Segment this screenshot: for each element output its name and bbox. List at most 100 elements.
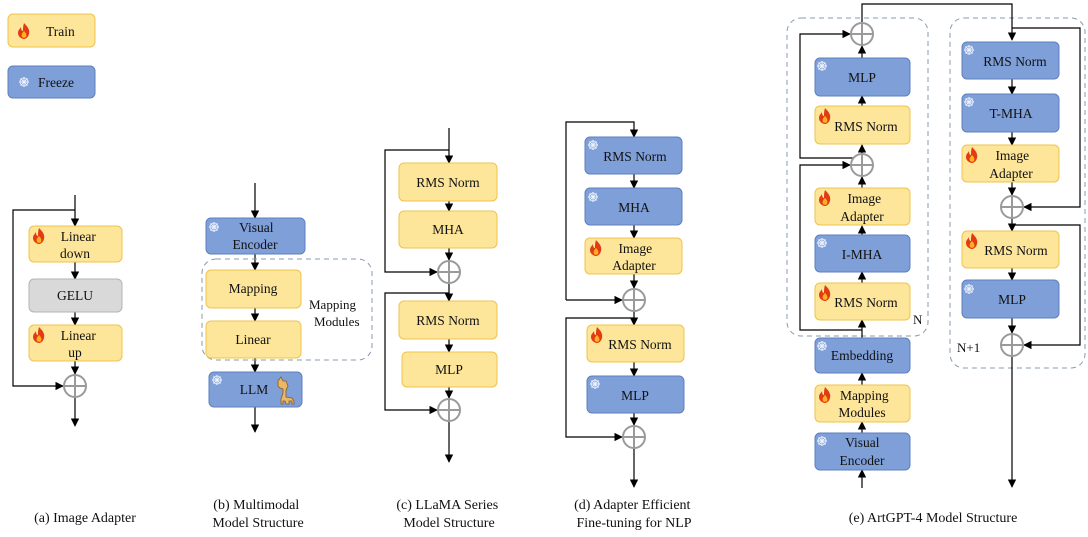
e-visual-encoder-block [814, 432, 911, 471]
add-circle-icon [1000, 195, 1024, 219]
e-mapping-modules-label-2: Modules [838, 405, 885, 420]
n1-block-group [949, 17, 1086, 369]
linear-down-label-2: down [60, 246, 90, 261]
d-image-adapter-block [584, 237, 683, 275]
d-mha-label: MHA [618, 200, 650, 215]
snowflake-icon [963, 96, 975, 108]
visual-encoder-block [205, 217, 306, 255]
panel-d-caption-2: Fine-tuning for NLP [576, 516, 691, 531]
linear-down-block [28, 225, 123, 263]
e-rms-norm-1-block [814, 105, 911, 145]
add-circle-icon [437, 398, 461, 422]
panel-image-adapter [12, 195, 80, 427]
e-embedding-block [814, 337, 911, 374]
d-mha-block [584, 187, 683, 226]
d-rms-norm-2-label: RMS Norm [608, 337, 672, 352]
c-mlp-label: MLP [435, 362, 463, 377]
panel-a-caption: (a) Image Adapter [34, 511, 136, 526]
snowflake-icon [963, 44, 975, 56]
snowflake-icon [963, 283, 975, 295]
panel-d-caption-1: (d) Adapter Efficient [574, 498, 690, 513]
svg-text:Mapping Modules: Mapping Modules [838, 388, 892, 420]
add-circle-icon [437, 260, 461, 284]
e-right-image-adapter-label-1: Image [995, 148, 1029, 163]
snowflake-icon [589, 378, 601, 390]
e-rms-norm-2-block [814, 282, 911, 321]
snowflake-icon [816, 237, 828, 249]
svg-text:Mapping Modules: Mapping Modules [309, 297, 360, 329]
e-right-rms-norm-2-label: RMS Norm [984, 243, 1048, 258]
panel-b-caption-1: (b) Multimodal [213, 498, 299, 513]
legend-train-label: Train [46, 24, 75, 39]
visual-encoder-label-2: Encoder [233, 237, 278, 252]
svg-text:(b) Multimodal Model Str: (b) Multimodal Model Structure [212, 498, 303, 531]
linear-up-block [28, 324, 123, 362]
c-rms-norm-1-label: RMS Norm [416, 175, 480, 190]
snowflake-icon [208, 221, 220, 233]
add-circle-icon [63, 374, 87, 398]
e-t-mha-label: T-MHA [989, 106, 1032, 121]
e-image-adapter-label-1: Image [847, 191, 881, 206]
e-mapping-modules-block [814, 384, 911, 423]
panel-b-caption-2: Model Structure [212, 516, 303, 531]
legend-freeze-swatch [7, 65, 96, 99]
mapping-modules-label-2: Modules [314, 314, 360, 329]
svg-text:(d) Adapter Efficient Fi: (d) Adapter Efficient Fine-tuning for NL… [574, 498, 694, 531]
svg-text:Image Adapter: Image Adapter [612, 241, 656, 273]
add-circle-icon [1000, 333, 1024, 357]
snowflake-icon [18, 76, 30, 88]
e-right-image-adapter-label-2: Adapter [989, 166, 1033, 181]
e-t-mha-block [961, 93, 1060, 133]
mapping-modules-label-1: Mapping [309, 297, 356, 312]
snowflake-icon [587, 191, 599, 203]
e-right-image-adapter-block [961, 144, 1060, 183]
panel-adapter-efficient [565, 121, 639, 488]
add-circle-icon [850, 153, 874, 177]
e-image-adapter-label-2: Adapter [840, 209, 884, 224]
gelu-block [28, 278, 123, 313]
e-right-mlp-label: MLP [998, 292, 1026, 307]
svg-text:(c) LLaMA Series Model S: (c) LLaMA Series Model Structure [396, 498, 501, 531]
linear-up-label-1: Linear [61, 328, 97, 343]
panel-e-caption: (e) ArtGPT-4 Model Structure [849, 511, 1018, 526]
e-right-rms-norm-1-label: RMS Norm [983, 54, 1047, 69]
e-image-adapter-block [814, 187, 911, 226]
e-rms-norm-2-label: RMS Norm [834, 295, 898, 310]
d-rms-norm-1-block [584, 136, 683, 175]
svg-text:Linear up: Linear up [61, 328, 100, 360]
panel-c-caption-1: (c) LLaMA Series [396, 498, 498, 513]
mapping-label: Mapping [229, 281, 278, 296]
add-circle-icon [850, 22, 874, 46]
e-visual-encoder-label-1: Visual [845, 435, 880, 450]
svg-text:Image Adapter: Image Adapter [989, 148, 1033, 181]
snowflake-icon [211, 374, 223, 386]
e-mapping-modules-label-1: Mapping [840, 388, 889, 403]
c-mlp-block [401, 351, 498, 388]
linear-down-label-1: Linear [61, 229, 97, 244]
c-rms-norm-2-block [398, 300, 498, 340]
panel-llama [384, 128, 454, 463]
e-right-mlp-block [961, 279, 1060, 319]
d-image-adapter-label-1: Image [618, 241, 652, 256]
snowflake-icon [816, 435, 828, 447]
linear-up-label-2: up [68, 345, 82, 360]
c-mha-label: MHA [432, 222, 464, 237]
e-embedding-label: Embedding [831, 348, 893, 363]
e-right-rms-norm-2-block [961, 230, 1060, 269]
e-mlp-block [814, 57, 911, 97]
add-circle-icon [622, 425, 646, 449]
legend-train-swatch [7, 13, 96, 48]
mapping-modules-group [201, 258, 373, 361]
n1-label: N+1 [957, 340, 980, 355]
e-right-rms-norm-1-block [961, 41, 1060, 80]
c-rms-norm-1-block [398, 162, 498, 202]
snowflake-icon [816, 340, 828, 352]
svg-text:Image Adapter: Image Adapter [840, 191, 884, 224]
n-block-group [786, 17, 929, 337]
c-rms-norm-2-label: RMS Norm [416, 313, 480, 328]
snowflake-icon [587, 139, 599, 151]
e-i-mha-label: I-MHA [842, 247, 883, 262]
linear-block [205, 320, 302, 359]
n-label: N [913, 312, 923, 327]
e-rms-norm-1-label: RMS Norm [834, 119, 898, 134]
